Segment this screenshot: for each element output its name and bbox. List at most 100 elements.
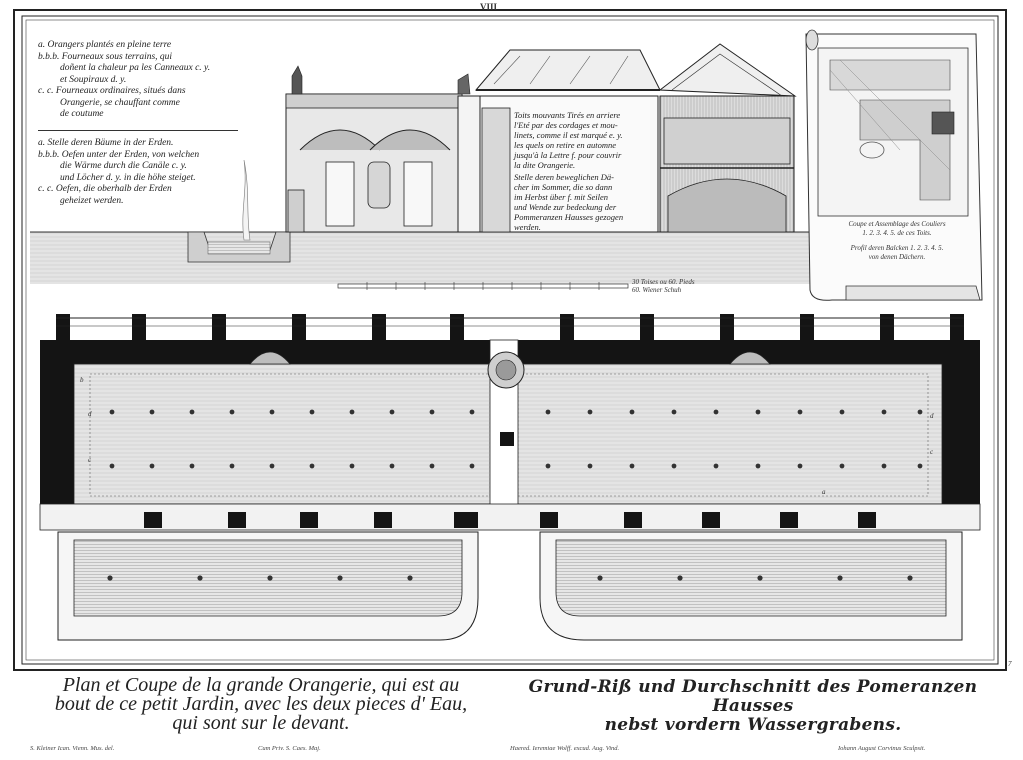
note-line: jusqu'à la Lettre f. pour couvrir [514,150,622,160]
orange-tree-mark [545,409,551,415]
water-jet-mark [267,575,273,581]
legend-line: et Soupiraux d. y. [60,74,127,85]
plan-label-c: c [930,448,934,456]
caption-line: von denen Dächern. [868,253,926,261]
note-line: cher im Sommer, die so dann [514,182,613,192]
legend-divider [38,130,238,131]
note-line: Toits mouvants Tirés en arriere [514,110,621,120]
orange-tree-mark [755,409,761,415]
water-jet-mark [677,575,683,581]
water-jet-mark [107,575,113,581]
orange-tree-mark [389,463,395,469]
scale-label: 30 Toises ou 60. Pieds 60. Wiener Schuh [632,278,695,294]
orange-tree-mark [839,409,845,415]
legend-line: de coutume [60,109,104,119]
caption-line: Profil deren Balcken 1. 2. 3. 4. 5. [850,244,944,252]
orange-tree-mark [881,463,887,469]
legend-line: b.b.b. Oefen unter der Erden, von welche… [38,149,200,160]
water-basins [57,531,963,641]
caption-french: Plan et Coupe de la grande Orangerie, qu… [16,675,506,734]
section-note-german: Stelle deren beweglichen Dä- cher im Som… [514,172,660,232]
credit-privilege: Cum Priv. S. Caes. Maj. [258,745,321,752]
orange-tree-mark [587,463,593,469]
orange-tree-mark [629,409,635,415]
legend-line: doñent la chaleur pa les Canneaux c. y. [60,63,211,73]
plan-label-d: d [930,412,934,420]
orange-tree-mark [269,463,275,469]
caption-line: qui sont sur le devant. [172,712,350,734]
orange-tree-mark [269,409,275,415]
orange-tree-mark [229,463,235,469]
scale-label-line: 60. Wiener Schuh [632,286,682,294]
credit-publisher: Haered. Ieremiae Wolff. excud. Aug. Vind… [510,745,620,752]
orange-tree-mark [629,463,635,469]
water-jet-mark [757,575,763,581]
orange-tree-mark [349,409,355,415]
legend-line: und Löcher d. y. in die höhe steiget. [60,172,196,183]
detail-caption-german: Profil deren Balcken 1. 2. 3. 4. 5. von … [822,244,972,262]
orangery-plan [39,314,981,531]
section-ground [30,232,820,284]
orange-tree-mark [671,409,677,415]
legend-german: a. Stelle deren Bäume in der Erden. b.b.… [38,138,199,207]
water-jet-mark [907,575,913,581]
note-line: Stelle deren beweglichen Dä- [514,172,614,182]
orange-tree-mark [797,463,803,469]
legend-line: b.b.b. Fourneaux sous terrains, qui [38,51,173,62]
note-line: und Wende zur bedeckung der [514,202,617,212]
scale-label-line: 30 Toises ou 60. Pieds [632,278,695,286]
detail-scroll [805,29,983,301]
orange-tree-mark [797,409,803,415]
caption-line: Coupe et Assemblage des Couliers [848,220,946,228]
orange-tree-mark [713,463,719,469]
orange-tree-mark [545,463,551,469]
water-jet-mark [197,575,203,581]
orange-tree-mark [349,463,355,469]
water-jet-mark [597,575,603,581]
inner-frame [21,15,999,665]
orange-tree-mark [671,463,677,469]
plan-label-b: b [80,376,84,384]
orange-tree-mark [189,463,195,469]
orange-tree-mark [429,409,435,415]
orange-tree-mark [229,409,235,415]
water-jet-mark [407,575,413,581]
orange-tree-mark [713,409,719,415]
orange-tree-mark [429,463,435,469]
caption-line: Grund-Riß und Durchschnitt des Pomeranze… [528,677,978,716]
detail-caption-french: Coupe et Assemblage des Couliers 1. 2. 3… [822,220,972,238]
water-jet-mark [337,575,343,581]
legend-line: die Wärme durch die Canäle c. y. [60,161,187,171]
orange-tree-mark [839,463,845,469]
orange-tree-mark [917,409,923,415]
outer-frame [13,9,1007,671]
water-jet-mark [837,575,843,581]
note-line: werden. [514,222,541,232]
orange-tree-mark [469,409,475,415]
plan-label-c: c [88,456,92,464]
legend-french: a. Orangers plantés en pleine terre b.b.… [38,40,210,121]
corner-mark: 7 [1008,660,1012,668]
orange-tree-mark [149,463,155,469]
orange-tree-mark [189,409,195,415]
orangery-facade [285,65,483,233]
note-line: Pommeranzen Hausses gezogen [514,212,624,222]
orange-tree-mark [755,463,761,469]
orange-tree-mark [309,463,315,469]
legend-line: a. Orangers plantés en pleine terre [38,40,172,50]
caption-line: 1. 2. 3. 4. 5. de ces Toits. [862,229,932,237]
orange-tree-mark [881,409,887,415]
plan-label-d: d [88,410,92,418]
orange-tree-mark [149,409,155,415]
legend-line: c. c. Oefen, die oberhalb der Erden [38,184,172,194]
orange-tree-mark [389,409,395,415]
legend-line: geheizet werden. [60,195,124,206]
orange-tree-mark [109,463,115,469]
section-note-french: Toits mouvants Tirés en arriere l'Eté pa… [514,110,660,170]
roof-section [474,43,797,233]
note-line: l'Eté par des cordages et mou- [514,120,618,130]
note-line: im Herbst über f. mit Seilen [514,192,608,202]
legend-line: c. c. Fourneaux ordinaires, situés dans [38,86,186,96]
fountain-basin [187,159,291,263]
